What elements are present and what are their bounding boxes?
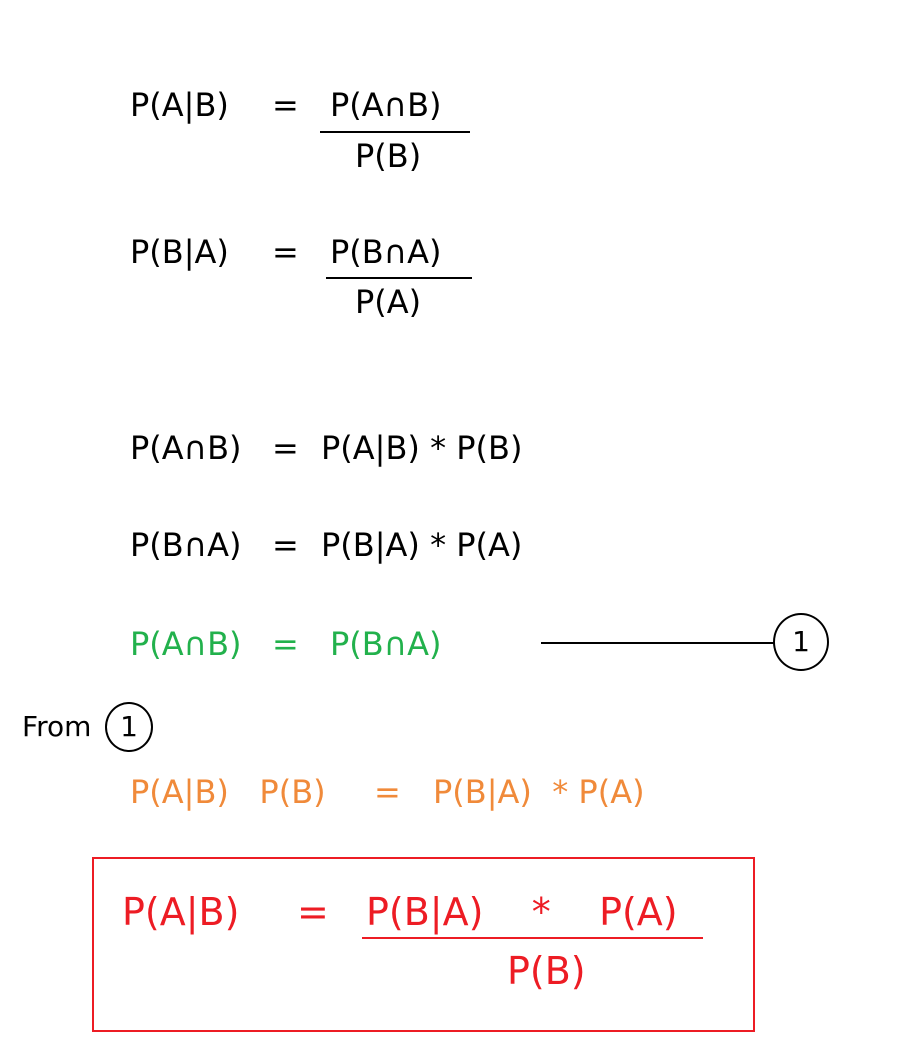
eq5-equals: = xyxy=(272,625,299,663)
eq1-fraction-bar xyxy=(320,131,470,133)
from-label: From xyxy=(22,710,92,743)
eq5-pointer-line xyxy=(541,642,775,644)
eq3-rhs: P(A|B) * P(B) xyxy=(321,429,523,467)
eq6-lhs: P(A|B) P(B) xyxy=(130,773,326,811)
result-box xyxy=(92,857,755,1032)
eq2-denominator: P(A) xyxy=(355,283,422,321)
eq4-rhs: P(B|A) * P(A) xyxy=(321,526,523,564)
eq1-equals: = xyxy=(272,86,299,124)
eq2-lhs: P(B|A) xyxy=(130,233,229,271)
result-denominator: P(B) xyxy=(507,949,586,993)
eq5-lhs: P(A∩B) xyxy=(130,625,242,663)
eq5-marker-circle: 1 xyxy=(773,613,829,671)
result-numerator: P(B|A) * P(A) xyxy=(366,890,678,934)
eq2-equals: = xyxy=(272,233,299,271)
eq6-equals: = xyxy=(374,773,401,811)
eq6-rhs: P(B|A) * P(A) xyxy=(433,773,645,811)
eq1-numerator: P(A∩B) xyxy=(330,86,442,124)
eq1-lhs: P(A|B) xyxy=(130,86,229,124)
result-equals: = xyxy=(297,890,329,934)
result-fraction-bar xyxy=(362,937,703,939)
eq5-marker-label: 1 xyxy=(792,625,810,658)
eq1-denominator: P(B) xyxy=(355,137,422,175)
eq4-equals: = xyxy=(272,526,299,564)
eq3-equals: = xyxy=(272,429,299,467)
eq2-fraction-bar xyxy=(326,277,472,279)
from-marker-label: 1 xyxy=(120,710,138,743)
eq3-lhs: P(A∩B) xyxy=(130,429,242,467)
result-lhs: P(A|B) xyxy=(122,890,240,934)
eq4-lhs: P(B∩A) xyxy=(130,526,242,564)
eq5-rhs: P(B∩A) xyxy=(330,625,442,663)
eq2-numerator: P(B∩A) xyxy=(330,233,442,271)
from-marker-circle: 1 xyxy=(105,702,153,752)
